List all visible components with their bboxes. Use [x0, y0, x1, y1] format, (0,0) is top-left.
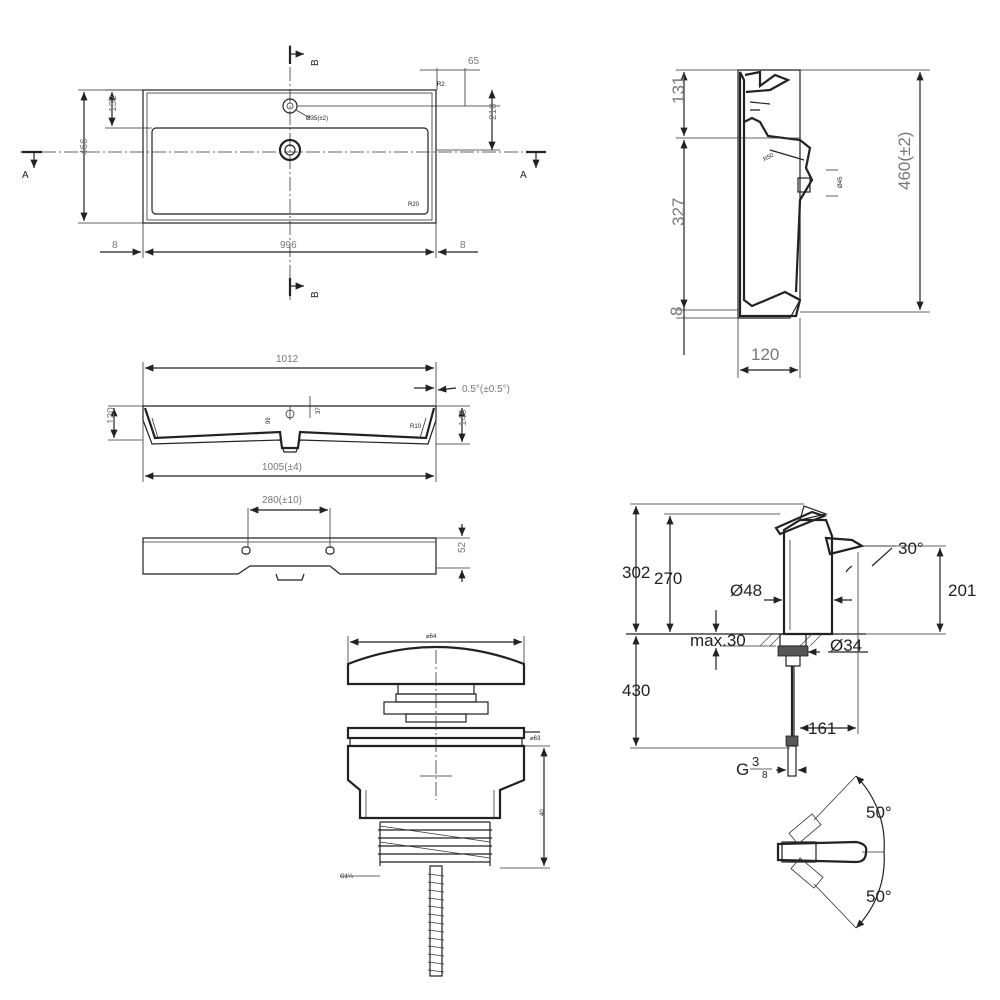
dim-8-left: 8 [112, 240, 118, 251]
drain-drawing: ⌀64 ⌀63 40 G1¼ [340, 634, 550, 977]
dim-270: 270 [654, 569, 682, 588]
faucet-top-view: 50° 50° [776, 775, 892, 929]
section-b-top: B [310, 59, 321, 66]
dim-120-side: 120 [751, 345, 779, 364]
dim-max30: max.30 [690, 631, 746, 650]
dim-120-front: 120 [106, 407, 117, 424]
dim-52: 52 [457, 541, 468, 553]
dim-40: 40 [540, 809, 546, 816]
dim-132: 132 [108, 95, 119, 112]
dim-48: Ø48 [730, 581, 762, 600]
dim-slope: 0.5°(±0.5°) [462, 384, 510, 395]
angle-50-bottom: 50° [866, 887, 892, 906]
basin-side-section: R50 Ø45 131 327 8 460(±2) 120 [667, 69, 930, 378]
side-label-2: Ø45 [838, 176, 844, 188]
dim-280: 280(±10) [262, 495, 302, 506]
dim-8-side: 8 [667, 307, 686, 316]
basin-front-section: 99 37 R10 1012 0.5°(±0.5°) 120 146 1005(… [106, 354, 510, 482]
corner-radius-label: R2 [437, 82, 445, 88]
dim-8-right: 8 [460, 240, 466, 251]
dim-161: 161 [808, 719, 836, 738]
section-a-right: A [520, 170, 527, 181]
dim-146: 146 [458, 409, 469, 426]
inner-radius-label: R20 [408, 202, 420, 208]
tap-hole-label: Ø35(±2) [306, 116, 328, 122]
dim-327: 327 [669, 198, 688, 226]
dim-210: 210 [488, 103, 499, 120]
section-a-left: A [22, 170, 29, 181]
dim-996: 996 [280, 240, 297, 251]
dim-30-deg: 30° [898, 539, 924, 558]
section-b-bottom: B [310, 291, 321, 298]
dim-460: 460(±2) [895, 132, 914, 190]
dim-466: 466 [79, 138, 90, 155]
dim-64: ⌀64 [426, 634, 437, 640]
dim-1012: 1012 [276, 354, 299, 365]
dim-302: 302 [622, 563, 650, 582]
angle-50-top: 50° [866, 803, 892, 822]
front-label-r10: R10 [410, 424, 422, 430]
basin-top-view: Ø35(±2) R2 R20 A A B B 65 132 466 [20, 45, 548, 300]
front-label-37: 37 [316, 407, 322, 414]
thread-g: G [736, 760, 749, 779]
basin-back-view: 280(±10) 52 [142, 495, 470, 582]
dim-65: 65 [468, 56, 480, 67]
dim-430: 430 [622, 681, 650, 700]
dim-34: Ø34 [830, 636, 862, 655]
dim-201: 201 [948, 581, 976, 600]
dim-1005: 1005(±4) [262, 462, 302, 473]
dim-63: ⌀63 [530, 736, 541, 742]
faucet-elevation: 302 270 30° 201 Ø48 max.30 Ø34 430 [622, 503, 976, 781]
side-label-1: R50 [763, 152, 776, 163]
front-label-99: 99 [266, 417, 272, 424]
thread-g1-1-4: G1¼ [340, 874, 354, 880]
thread-numerator: 3 [752, 754, 759, 769]
dim-131: 131 [669, 76, 688, 104]
thread-denominator: 8 [762, 770, 768, 781]
